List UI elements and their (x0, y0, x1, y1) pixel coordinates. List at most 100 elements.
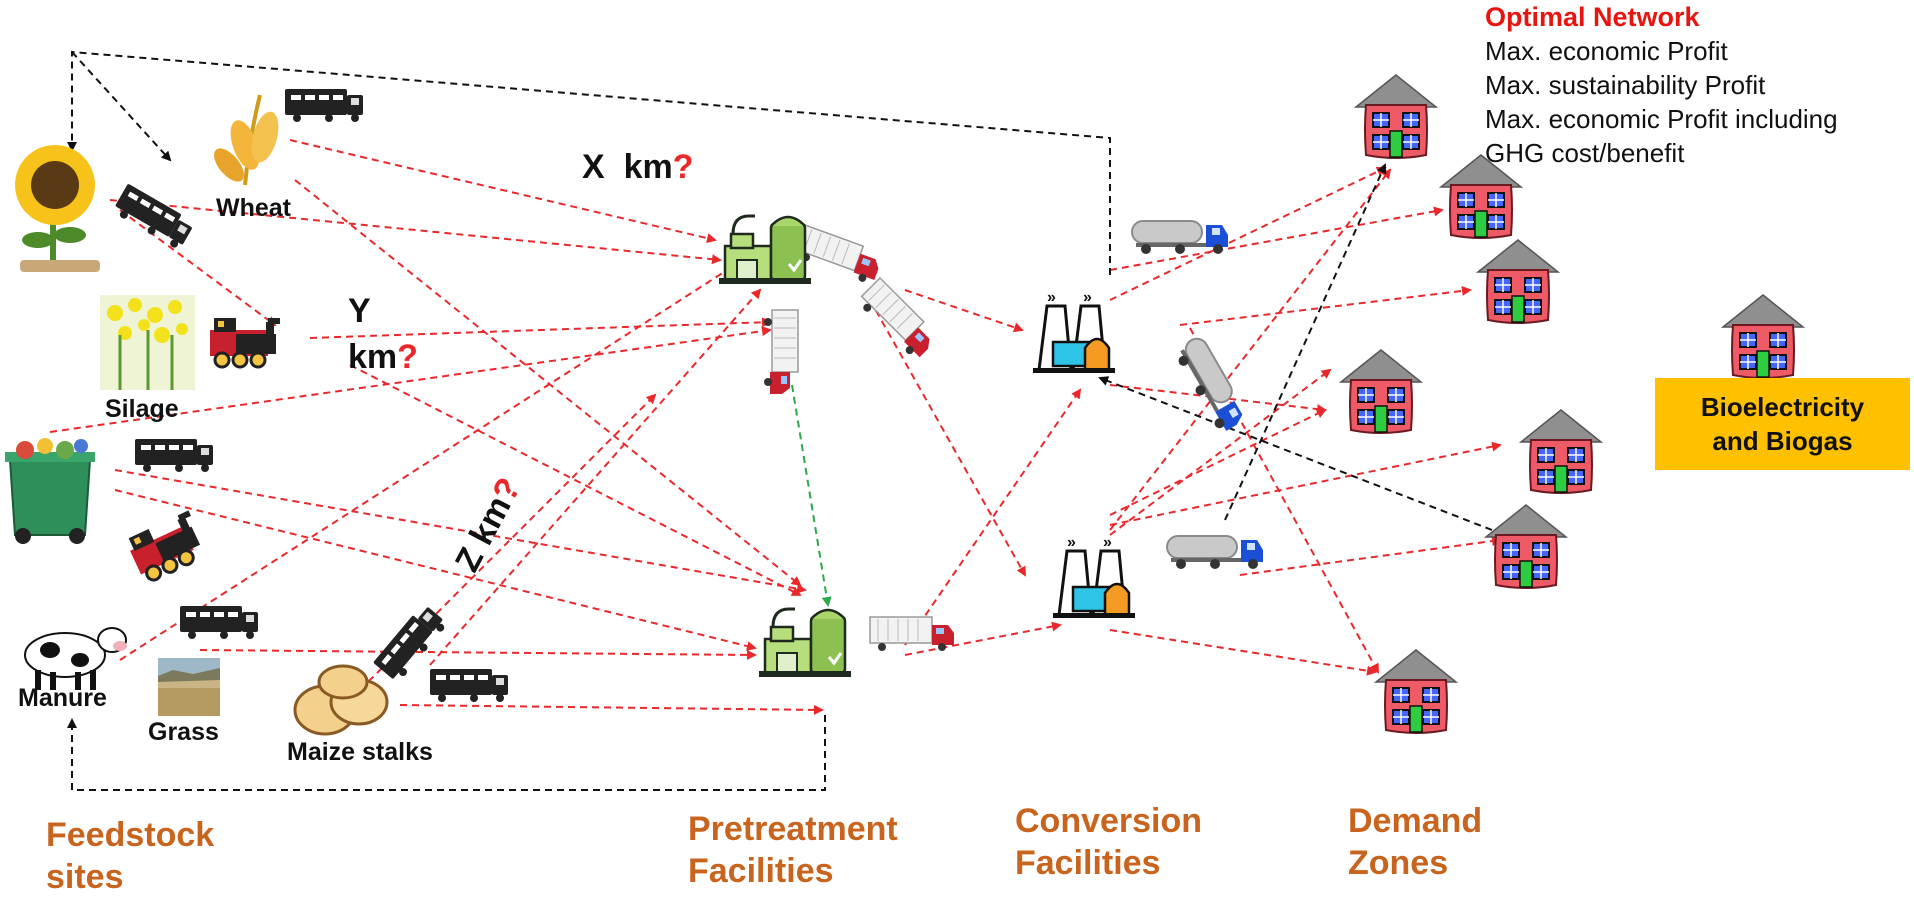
demand-house-icon (1520, 409, 1602, 494)
distance-x-question: ? (672, 148, 694, 186)
cow-icon (24, 627, 127, 690)
lorry-icon (285, 89, 363, 122)
output-line2: and Biogas (1712, 426, 1853, 456)
flow-line (119, 263, 737, 661)
pretreatment-to-conversion-flows (869, 289, 1082, 656)
lorry-icon (111, 183, 196, 252)
demand-return-line (1098, 376, 1493, 531)
flow-line (119, 209, 277, 327)
stage-feedstock-title: Feedstock sites (46, 814, 214, 898)
flow-line (1109, 368, 1332, 536)
stage-demand-line2: Zones (1348, 844, 1449, 882)
waste-bin-icon (5, 438, 95, 544)
demand-house-icon (1477, 239, 1559, 324)
semi-truck-icon (792, 224, 885, 287)
distance-x-unit: km (623, 148, 673, 186)
distance-x-letter: X (582, 148, 605, 186)
flow-line (289, 139, 717, 244)
locomotive-icon (208, 316, 282, 369)
flow-line (309, 317, 772, 339)
bioelectricity-biogas-box: Bioelectricity and Biogas (1655, 378, 1910, 470)
semi-truck-icon (869, 616, 955, 652)
stage-pretreatment-line2: Facilities (688, 852, 834, 890)
legend-title: Optimal Network (1485, 2, 1700, 32)
conversion-plant-icon (1051, 532, 1137, 620)
flow-line (114, 489, 757, 651)
demand-house-icon (1722, 294, 1804, 379)
top-branch-line (71, 51, 172, 162)
distance-y-letter: Y (348, 292, 371, 330)
flow-line (1109, 409, 1327, 516)
semi-truck-icon (763, 309, 799, 395)
stage-conversion-line1: Conversion (1015, 802, 1203, 840)
flow-line (349, 364, 802, 596)
optimal-network-legend: Optimal Network Max. economic Profit Max… (1485, 0, 1905, 170)
stage-conversion-line2: Facilities (1015, 844, 1161, 882)
sunflower-icon (15, 145, 100, 272)
stage-conversion-title: Conversion Facilities (1015, 800, 1202, 884)
output-label: Bioelectricity and Biogas (1701, 390, 1864, 458)
demand-house-icon (1355, 74, 1437, 159)
flow-line (1109, 166, 1387, 301)
flow-line (1109, 441, 1502, 526)
demand-return-line (1224, 163, 1387, 521)
distance-y-label: km? (348, 338, 418, 377)
flow-line (294, 179, 802, 587)
output-line1: Bioelectricity (1700, 392, 1865, 422)
flow-line (1109, 168, 1392, 531)
legend-item: GHG cost/benefit (1485, 138, 1685, 168)
maize-stalks-label: Maize stalks (287, 738, 433, 766)
stage-pretreatment-line1: Pretreatment (688, 810, 898, 848)
flow-line (904, 289, 1024, 333)
tanker-truck-icon (1131, 220, 1229, 255)
semi-truck-icon (855, 277, 941, 363)
tanker-truck-icon (1166, 535, 1264, 570)
flow-line (1179, 285, 1472, 326)
pretreatment-plant-icon (717, 214, 813, 286)
stage-feedstock-line1: Feedstock (46, 816, 215, 854)
distance-y-unit: km (348, 338, 398, 376)
stage-demand-title: Demand Zones (1348, 800, 1482, 884)
stage-pretreatment-title: Pretreatment Facilities (688, 808, 898, 892)
stage-feedstock-line2: sites (46, 858, 124, 896)
grass-label: Grass (148, 718, 219, 746)
lorry-icon (430, 669, 508, 702)
demand-house-icon (1375, 649, 1457, 734)
flow-line (1109, 629, 1377, 676)
bottom-return-line (67, 715, 826, 791)
distance-x-label: X km? (582, 148, 694, 187)
return-lines (67, 50, 1493, 791)
stage-demand-line1: Demand (1348, 802, 1483, 840)
transfer-line (791, 384, 832, 607)
flow-line (1109, 206, 1444, 271)
silage-icon (100, 295, 195, 390)
flow-line (199, 649, 757, 660)
flow-line (114, 469, 807, 594)
maize-stalks-icon (293, 664, 389, 736)
grass-field-icon (158, 658, 220, 716)
distance-y-question: ? (397, 338, 418, 376)
wheat-icon (214, 94, 279, 186)
flow-line (869, 299, 1026, 577)
legend-item: Max. sustainability Profit (1485, 70, 1766, 100)
feedstock-to-pretreatment-flows (49, 139, 824, 715)
pretreatment-plant-icon (757, 607, 853, 679)
silage-label: Silage (105, 395, 179, 423)
demand-house-icon (1340, 349, 1422, 434)
locomotive-icon (123, 508, 211, 586)
top-return-line (67, 50, 1111, 275)
wheat-label: Wheat (216, 194, 291, 222)
legend-item: Max. economic Profit (1485, 36, 1728, 66)
tanker-truck-icon (1171, 333, 1250, 436)
manure-label: Manure (18, 684, 107, 712)
flow-line (359, 393, 657, 691)
legend-item: Max. economic Profit including (1485, 104, 1838, 134)
lorry-icon (180, 606, 258, 639)
flow-line (49, 326, 772, 433)
conversion-plant-icon (1031, 287, 1117, 375)
flow-line (1239, 536, 1502, 576)
demand-house-icon (1485, 504, 1567, 589)
flow-line (904, 621, 1062, 656)
